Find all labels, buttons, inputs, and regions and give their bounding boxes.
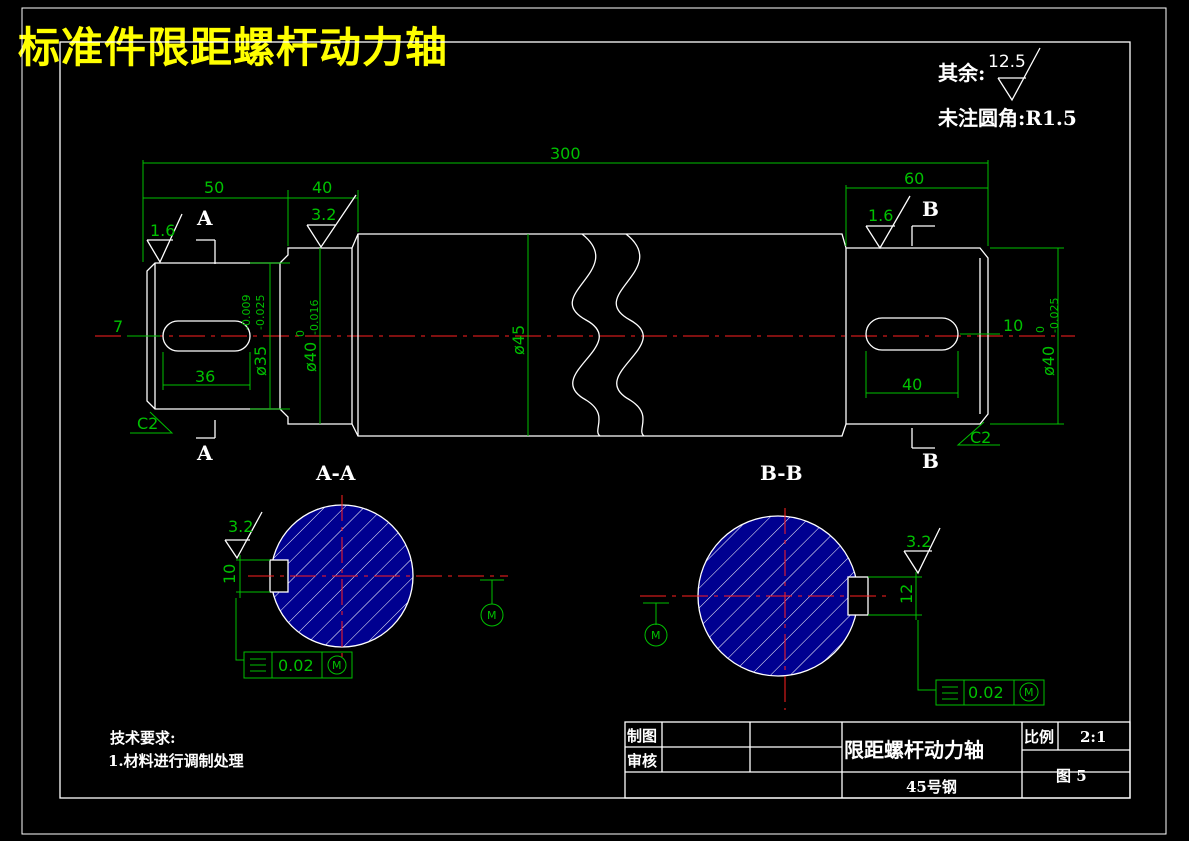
dim-dia-right-tol-lower: -0.025	[1048, 298, 1061, 333]
title-block-drawn-label: 制图	[627, 727, 657, 745]
dim-keyway-right-width: 10	[1003, 316, 1023, 335]
tech-requirements-heading: 技术要求:	[110, 729, 176, 747]
roughness-symbol-right	[865, 195, 911, 250]
title-block-scale-value: 2:1	[1080, 728, 1106, 746]
main-dimensions: 300 50 40 60 36 40 ø35 -0.009 -0.025 ø40…	[113, 144, 1064, 447]
section-markers: A A B B	[196, 197, 939, 473]
title-block-checked-label: 审核	[627, 752, 657, 770]
drawing-frame	[21, 7, 1167, 835]
shaft-outline	[146, 233, 989, 437]
break-line-left	[571, 233, 601, 437]
section-b-title: B-B	[760, 461, 802, 485]
roughness-symbols: 1.6 3.2 1.6	[146, 194, 911, 264]
dim-dia-mid: ø45	[509, 325, 528, 355]
dim-right-length: 60	[904, 169, 924, 188]
dim-dia-left-tol-upper: -0.009	[240, 295, 253, 330]
section-b-key-width: 12	[897, 584, 916, 604]
section-marker-b-bottom: B	[922, 449, 939, 473]
drawing-title: 标准件限距螺杆动力轴	[18, 23, 449, 72]
title-block-scale-label: 比例	[1024, 728, 1054, 746]
section-a-modifier: M	[332, 659, 342, 672]
roughness-rest-symbol	[997, 47, 1041, 102]
dim-left-length: 50	[204, 178, 224, 197]
section-a-title: A-A	[315, 461, 356, 485]
dim-step-length: 40	[312, 178, 332, 197]
svg-text:M: M	[651, 629, 661, 642]
keyway-right	[865, 317, 959, 351]
title-block-material: 45号钢	[906, 778, 957, 796]
dim-keyway-left-width: 7	[113, 317, 123, 336]
shaft-main-view	[95, 233, 1075, 437]
section-a-datum	[480, 603, 504, 627]
roughness-rest-value: 12.5	[988, 52, 1026, 72]
dim-keyway-left-length: 36	[195, 367, 215, 386]
roughness-symbol-step	[306, 194, 357, 249]
dim-dia-left-tol-lower: -0.025	[254, 295, 267, 330]
tech-requirements: 技术要求: 1.材料进行调制处理	[108, 729, 244, 770]
section-marker-a-top: A	[196, 206, 213, 230]
dim-chamfer-left: C2	[137, 414, 158, 433]
section-b-tolerance-value: 0.02	[968, 683, 1004, 702]
section-a-key-width: 10	[220, 564, 239, 584]
roughness-rest-label: 其余:	[938, 61, 985, 85]
section-b-modifier: M	[1024, 686, 1034, 699]
dim-overall-length: 300	[550, 144, 581, 163]
keyway-left	[162, 320, 251, 352]
section-a-view: A-A 10 3.2 0.02 M M	[220, 461, 508, 679]
dim-dia-left: ø35	[251, 346, 270, 376]
dim-chamfer-right: C2	[970, 428, 991, 447]
section-b-tolerance-frame	[935, 679, 1045, 706]
roughness-symbol-left	[146, 213, 183, 264]
svg-text:M: M	[487, 609, 497, 622]
break-line-right	[615, 233, 645, 437]
dim-keyway-right-length: 40	[902, 375, 922, 394]
dim-dia-right-tol-upper: 0	[1034, 326, 1047, 333]
dim-dia-step-tol-lower: -0.016	[308, 300, 321, 335]
title-block-part-name: 限距螺杆动力轴	[844, 738, 984, 762]
title-block: 制图 审核 限距螺杆动力轴 45号钢 比例 2:1 图 5	[624, 721, 1131, 799]
section-a-roughness: 3.2	[228, 517, 253, 536]
roughness-step-value: 3.2	[311, 205, 336, 224]
general-notes: 其余: 12.5 未注圆角:R1.5	[938, 47, 1077, 130]
section-a-tolerance-value: 0.02	[278, 656, 314, 675]
roughness-left-value: 1.6	[150, 221, 175, 240]
tech-requirements-item1: 1.材料进行调制处理	[108, 752, 244, 770]
dim-dia-step: ø40	[301, 342, 320, 372]
section-b-roughness: 3.2	[906, 532, 931, 551]
dim-dia-right: ø40	[1039, 346, 1058, 376]
section-b-datum	[644, 623, 668, 647]
title-block-drawing-no: 图 5	[1056, 767, 1087, 785]
dim-dia-step-tol-upper: 0	[294, 330, 307, 337]
section-marker-b-top: B	[922, 197, 939, 221]
section-a-tolerance-frame	[243, 651, 353, 679]
fillet-note: 未注圆角:R1.5	[938, 106, 1077, 130]
section-b-view: B-B 12 3.2 0.02 M M	[640, 461, 1045, 710]
section-marker-a-bottom: A	[196, 441, 213, 465]
roughness-right-value: 1.6	[868, 206, 893, 225]
